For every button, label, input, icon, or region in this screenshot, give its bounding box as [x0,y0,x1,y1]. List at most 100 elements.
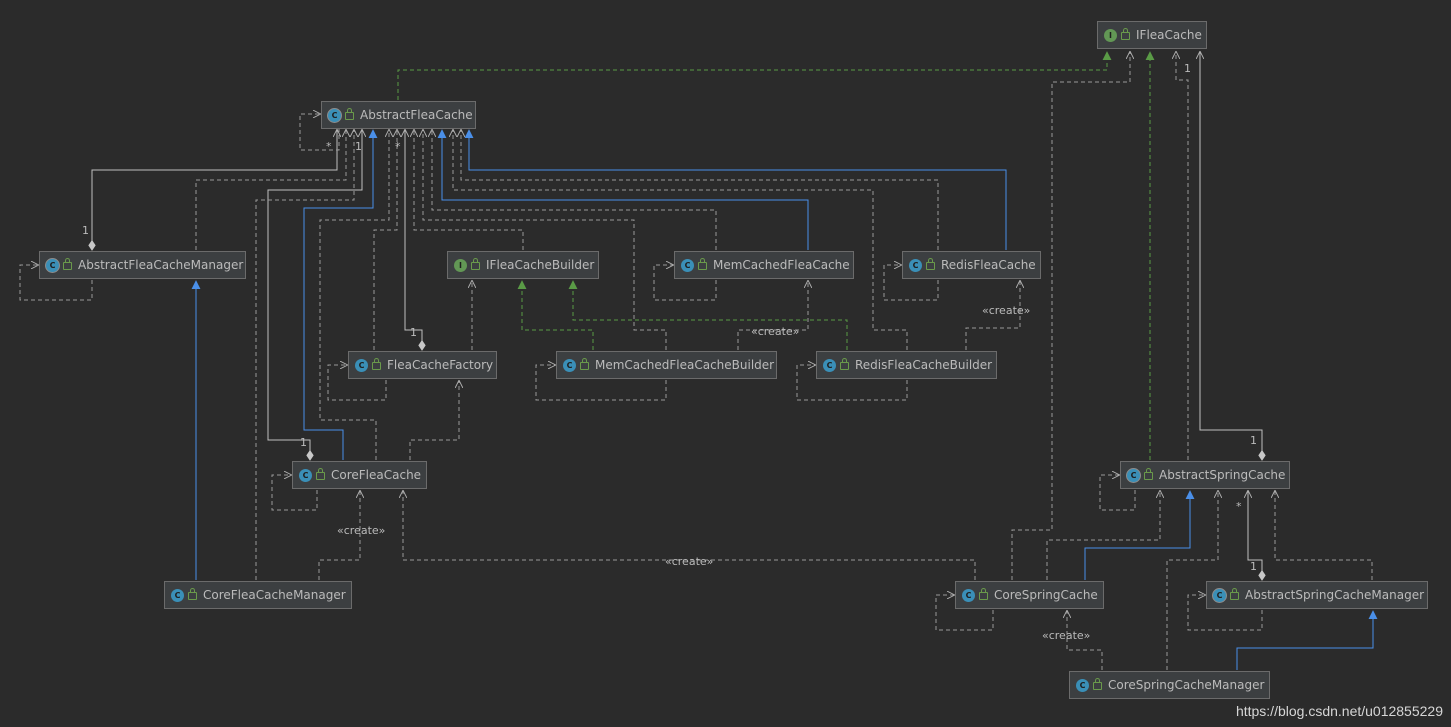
dependency-edge [1176,52,1189,460]
interface-icon: I [1104,28,1117,42]
node-corespringcache[interactable]: C CoreSpringCache [955,581,1104,609]
dependency-edge [1187,595,1263,631]
node-label: AbstractFleaCache [360,108,473,122]
node-label: RedisFleaCache [941,258,1036,272]
public-visibility-icon [63,258,72,270]
abstract-class-icon: C [46,258,59,272]
abstract-class-icon: C [328,108,341,122]
multiplicity-label: * [1236,500,1242,513]
dependency-edge [403,491,976,580]
node-abstractfleacache[interactable]: C AbstractFleaCache [321,101,476,129]
dependency-edge [461,130,939,250]
dependency-edge [414,130,524,250]
node-corefleacache[interactable]: C CoreFleaCache [292,461,427,489]
class-icon: C [962,588,975,602]
abstract-class-icon: C [1127,468,1140,482]
inheritance-edge [1236,610,1378,670]
node-fleacachefactory[interactable]: C FleaCacheFactory [348,351,497,379]
node-label: FleaCacheFactory [387,358,494,372]
node-label: IFleaCache [1136,28,1202,42]
class-icon: C [909,258,922,272]
dependency-edge [935,595,994,631]
public-visibility-icon [580,358,589,370]
node-abstractfleacachemanager[interactable]: C AbstractFleaCacheManager [39,251,246,279]
public-visibility-icon [698,258,707,270]
dependency-edge [19,265,93,301]
create-label: «create» [982,304,1031,317]
realization-edge [397,51,1112,100]
dependency-edge [965,281,1020,350]
node-label: IFleaCacheBuilder [486,258,595,272]
realization-edge [517,280,594,350]
node-label: CoreFleaCache [331,468,422,482]
class-icon: C [563,358,576,372]
dependency-edge [1275,491,1373,580]
node-memcachedfleacachebuilder[interactable]: C MemCachedFleaCacheBuilder [556,351,777,379]
dependency-edge [373,130,397,350]
realization-edge [568,280,848,350]
multiplicity-label: 1 [300,436,307,449]
multiplicity-label: * [395,140,401,153]
dependency-edge [737,281,808,350]
dependency-edge [327,365,387,401]
inheritance-edge [437,129,809,250]
public-visibility-icon [1093,678,1102,690]
dependency-edge [319,130,389,460]
create-label: «create» [337,524,386,537]
node-ifleacache[interactable]: I IFleaCache [1097,21,1207,49]
node-abstractspringcache[interactable]: C AbstractSpringCache [1120,461,1290,489]
public-visibility-icon [372,358,381,370]
node-memcachedfleacache[interactable]: C MemCachedFleaCache [674,251,854,279]
dependency-edge [318,491,360,580]
public-visibility-icon [316,468,325,480]
multiplicity-label: * [326,140,332,153]
dependency-edge [796,365,908,401]
association-edge [267,130,362,460]
node-corefleacachemanager[interactable]: C CoreFleaCacheManager [164,581,352,609]
dependency-edge [432,130,717,250]
node-corespringcachemanager[interactable]: C CoreSpringCacheManager [1069,671,1270,699]
class-icon: C [299,468,312,482]
node-label: CoreFleaCacheManager [203,588,346,602]
multiplicity-label: 1 [1250,434,1257,447]
association-edge [405,130,422,350]
public-visibility-icon [345,108,354,120]
node-redisfleacachebuilder[interactable]: C RedisFleaCacheBuilder [816,351,997,379]
dependency-edge [1067,611,1103,670]
dependency-edge [271,475,318,511]
public-visibility-icon [840,358,849,370]
public-visibility-icon [1230,588,1239,600]
public-visibility-icon [1121,28,1130,40]
multiplicity-label: 1 [410,326,417,339]
class-icon: C [681,258,694,272]
multiplicity-label: 1 [1184,62,1191,75]
dependency-edge [423,130,667,350]
node-redisfleacache[interactable]: C RedisFleaCache [902,251,1041,279]
public-visibility-icon [188,588,197,600]
node-ifleacachebuilder[interactable]: I IFleaCacheBuilder [447,251,599,279]
create-label: «create» [1042,629,1091,642]
node-label: CoreSpringCacheManager [1108,678,1265,692]
class-icon: C [823,358,836,372]
public-visibility-icon [926,258,935,270]
node-label: MemCachedFleaCacheBuilder [595,358,775,372]
dependency-edge [883,265,939,301]
dependency-edge [1166,491,1218,670]
node-label: AbstractSpringCacheManager [1245,588,1425,602]
public-visibility-icon [979,588,988,600]
multiplicity-label: 1 [355,140,362,153]
dependency-edge [453,130,908,350]
node-abstractspringcachemanager[interactable]: C AbstractSpringCacheManager [1206,581,1428,609]
node-label: CoreSpringCache [994,588,1098,602]
inheritance-edge [464,129,1007,250]
dependency-edge [1046,491,1160,580]
public-visibility-icon [471,258,480,270]
inheritance-edge [1084,490,1195,580]
create-label: «create» [665,555,714,568]
watermark: https://blog.csdn.net/u012855229 [1235,703,1443,719]
create-label: «create» [751,325,800,338]
dependency-edge [255,130,354,580]
multiplicity-label: 1 [82,224,89,237]
node-label: AbstractSpringCache [1159,468,1286,482]
